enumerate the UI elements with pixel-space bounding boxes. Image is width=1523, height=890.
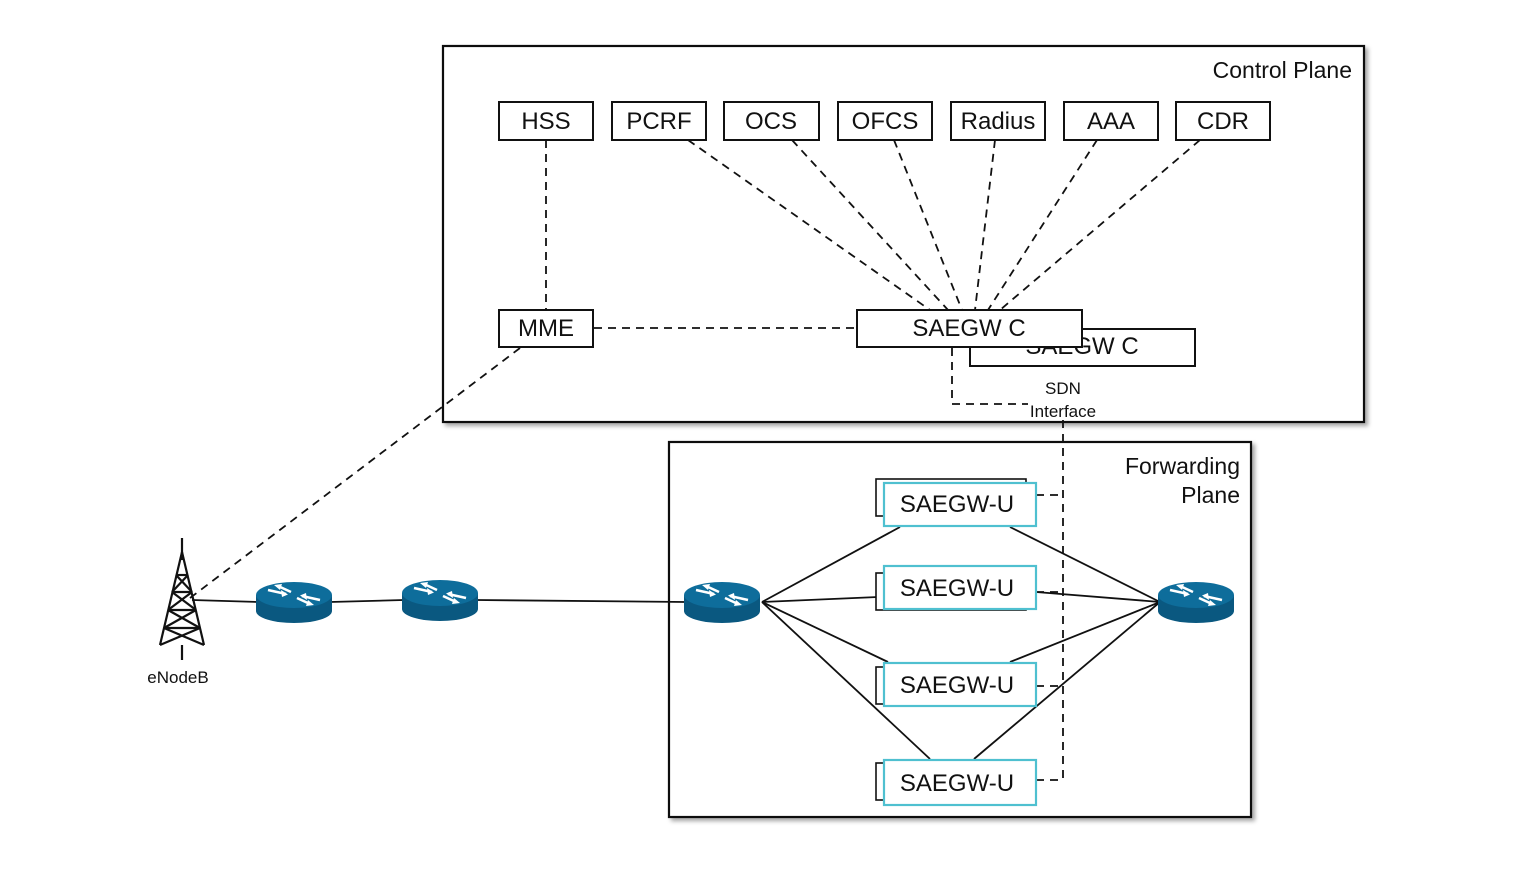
node-ocs: OCS — [723, 101, 820, 141]
router-icon — [682, 580, 762, 625]
node-saegw-u-2-label: SAEGW-U — [900, 575, 1014, 602]
u3-router4-link — [1009, 601, 1161, 663]
u4-router4-link — [973, 601, 1161, 760]
node-saegw-u-3-label: SAEGW-U — [900, 672, 1014, 699]
node-saegw-u-4: SAEGW-U — [875, 758, 1038, 807]
forwarding-plane-title-line1: Forwarding — [1125, 453, 1240, 479]
node-mme-label: MME — [518, 315, 574, 342]
radius-saegw-link — [974, 139, 996, 311]
node-saegw-u-1-label: SAEGW-U — [900, 491, 1014, 518]
node-ofcs: OFCS — [837, 101, 933, 141]
router3-u1-link — [761, 526, 901, 603]
node-radius-label: Radius — [961, 108, 1036, 135]
router2-router3-link — [475, 599, 687, 603]
router3-u3-link — [761, 601, 889, 663]
node-saegw-u-4-label: SAEGW-U — [900, 770, 1014, 797]
router-icon — [400, 578, 480, 623]
node-saegw-c: SAEGW C — [856, 309, 1083, 348]
control-plane-title: Control Plane — [1213, 57, 1352, 83]
node-pcrf-label: PCRF — [626, 108, 691, 135]
node-cdr-label: CDR — [1197, 108, 1249, 135]
node-saegw-u-3: SAEGW-U — [875, 661, 1038, 708]
node-saegw-u-1: SAEGW-U — [875, 478, 1038, 528]
enodeb-label: eNodeB — [147, 668, 208, 687]
pcrf-saegw-link — [687, 139, 931, 311]
node-mme: MME — [498, 309, 594, 348]
router1-router2-link — [329, 599, 405, 603]
enodeb-router1-link — [191, 599, 259, 603]
u1-router4-link — [1009, 526, 1161, 603]
sdn-label-bg — [1028, 378, 1100, 420]
node-hss: HSS — [498, 101, 594, 141]
sdn-label-line2: Interface — [1030, 402, 1096, 421]
forwarding-plane-title-line2: Plane — [1181, 482, 1240, 508]
u2-router4-link — [1035, 591, 1161, 603]
node-radius: Radius — [950, 101, 1046, 141]
sdn-label-line1: SDN — [1045, 379, 1081, 398]
node-saegw-u-2: SAEGW-U — [875, 564, 1038, 611]
node-cdr: CDR — [1175, 101, 1271, 141]
node-ofcs-label: OFCS — [852, 108, 919, 135]
router-icon — [1156, 580, 1236, 625]
router3-u2-link — [761, 596, 879, 603]
node-saegw-c-label: SAEGW C — [912, 315, 1025, 342]
router3-u4-link — [761, 601, 931, 760]
node-pcrf: PCRF — [611, 101, 707, 141]
node-ocs-label: OCS — [745, 108, 797, 135]
node-aaa-label: AAA — [1087, 108, 1135, 135]
aaa-saegw-link — [987, 139, 1098, 311]
router-icon — [254, 580, 334, 625]
node-aaa: AAA — [1063, 101, 1159, 141]
cdr-saegw-link — [999, 139, 1201, 311]
ofcs-saegw-link — [893, 139, 963, 311]
mme-enodeb-link — [189, 347, 521, 599]
sdn-interface-link — [951, 348, 1063, 405]
cell-tower-icon — [158, 538, 206, 660]
node-hss-label: HSS — [521, 108, 570, 135]
ocs-saegw-link — [791, 139, 949, 311]
